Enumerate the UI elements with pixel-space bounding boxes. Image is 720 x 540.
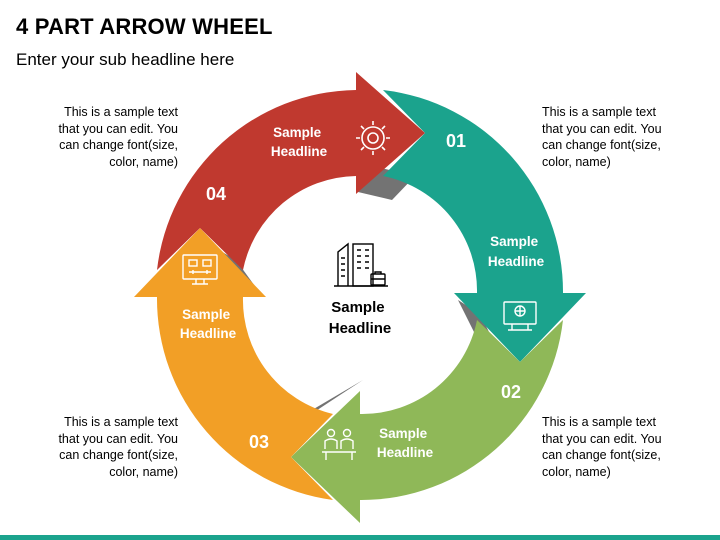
segment-03-label-line1: Sample bbox=[182, 307, 231, 322]
note-line: This is a sample text bbox=[542, 105, 656, 119]
segment-04-label-line2: Headline bbox=[271, 144, 328, 159]
page-title: 4 PART ARROW WHEEL bbox=[16, 14, 273, 39]
segment-04-number: 04 bbox=[206, 184, 226, 204]
segment-04-arrow[interactable] bbox=[157, 72, 425, 270]
computer-monitor-icon bbox=[503, 301, 537, 331]
center-label-line1: Sample bbox=[331, 299, 384, 316]
center-label-line2: Headline bbox=[329, 320, 392, 337]
segment-03-label: Sample Headline bbox=[180, 307, 237, 341]
note-line: can change font(size, bbox=[59, 448, 178, 462]
segment-03-number: 03 bbox=[249, 432, 269, 452]
note-line: This is a sample text bbox=[542, 415, 656, 429]
note-line: can change font(size, bbox=[542, 448, 661, 462]
note-line: that you can edit. You bbox=[58, 431, 178, 446]
segment-04-label-line1: Sample bbox=[273, 125, 322, 140]
note-top-right: This is a sample text that you can edit.… bbox=[542, 104, 692, 170]
segment-02-label-line2: Headline bbox=[377, 445, 434, 460]
center-label: Sample Headline bbox=[329, 299, 392, 337]
note-top-left: This is a sample text that you can edit.… bbox=[28, 104, 178, 170]
segment-01-arrow[interactable] bbox=[383, 90, 586, 362]
segment-02-number: 02 bbox=[501, 382, 521, 402]
segment-01-number: 01 bbox=[446, 131, 466, 151]
note-line: color, name) bbox=[542, 464, 611, 479]
note-line: color, name) bbox=[109, 154, 178, 169]
note-line: This is a sample text bbox=[64, 415, 178, 429]
note-bottom-left: This is a sample text that you can edit.… bbox=[28, 414, 178, 480]
note-line: can change font(size, bbox=[59, 138, 178, 152]
note-line: that you can edit. You bbox=[542, 121, 662, 136]
note-line: color, name) bbox=[109, 464, 178, 479]
note-line: that you can edit. You bbox=[542, 431, 662, 446]
note-line: can change font(size, bbox=[542, 138, 661, 152]
segment-02-arrow[interactable] bbox=[291, 320, 563, 523]
segment-02-label-line1: Sample bbox=[379, 426, 428, 441]
segment-02-label: Sample Headline bbox=[377, 426, 434, 460]
meeting-people-icon bbox=[322, 428, 356, 460]
segment-03-label-line2: Headline bbox=[180, 326, 237, 341]
bottom-accent-bar bbox=[0, 535, 720, 540]
note-line: color, name) bbox=[542, 154, 611, 169]
office-building-icon bbox=[334, 242, 388, 287]
segment-01-label-line2: Headline bbox=[488, 254, 545, 269]
gear-icon bbox=[356, 121, 390, 155]
segment-04-label: Sample Headline bbox=[271, 125, 328, 159]
note-line: that you can edit. You bbox=[58, 121, 178, 136]
note-bottom-right: This is a sample text that you can edit.… bbox=[542, 414, 692, 480]
segment-03-arrow[interactable] bbox=[134, 228, 333, 500]
segment-01-label: Sample Headline bbox=[488, 234, 545, 269]
note-line: This is a sample text bbox=[64, 105, 178, 119]
segment-01-label-line1: Sample bbox=[490, 234, 539, 249]
dashboard-screen-icon bbox=[182, 254, 218, 285]
page-subtitle: Enter your sub headline here bbox=[16, 50, 235, 69]
